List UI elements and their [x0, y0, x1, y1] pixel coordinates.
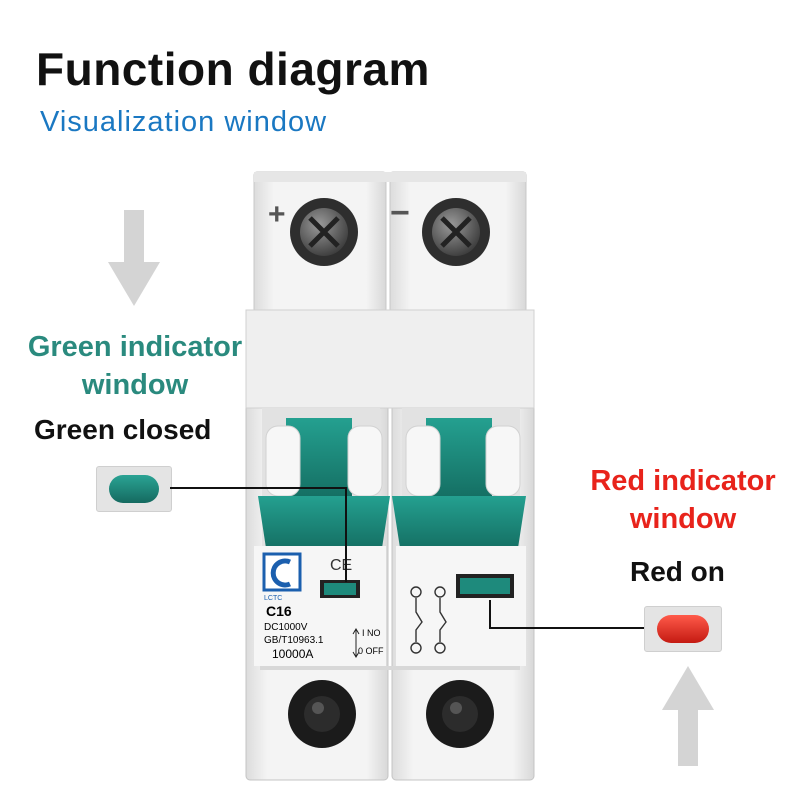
red-label-line1: Red indicator — [590, 465, 776, 497]
down-arrow-icon — [108, 210, 160, 306]
on-label: I NO — [362, 628, 381, 638]
circuit-breaker: + − LCTC CE C16 DC1000V GB/T10963.1 1000… — [245, 171, 535, 781]
screw-terminal-icon — [426, 680, 494, 748]
page-title: Function diagram — [36, 43, 430, 95]
up-arrow-icon — [662, 666, 714, 766]
green-label-line1: Green indicator — [27, 331, 243, 363]
screw-terminal-icon — [422, 198, 490, 266]
standard-text: GB/T10963.1 — [264, 635, 324, 646]
red-leader-line — [489, 600, 644, 629]
minus-sign: − — [390, 194, 410, 232]
page-subtitle: Visualization window — [40, 106, 328, 138]
red-label-line2: window — [629, 503, 737, 535]
green-swatch — [96, 466, 172, 512]
screw-terminal-icon — [288, 680, 356, 748]
green-swatch-pill — [109, 475, 159, 503]
brand-name: LCTC — [264, 595, 282, 602]
voltage-text: DC1000V — [264, 622, 308, 633]
off-label: 0 OFF — [358, 646, 384, 656]
green-label-line2: window — [81, 369, 189, 401]
red-swatch — [644, 606, 722, 652]
wiring-symbol-icon — [410, 586, 447, 654]
rating-text: C16 — [266, 603, 292, 619]
plus-sign: + — [268, 198, 286, 231]
green-indicator-label: Green indicator window — [14, 328, 256, 404]
green-state-text: Green closed — [34, 414, 212, 445]
capacity-text: 10000A — [272, 647, 313, 661]
brand-logo-icon — [262, 552, 302, 592]
screw-terminal-icon — [290, 198, 358, 266]
green-leader-line — [170, 487, 347, 582]
red-swatch-pill — [657, 615, 709, 643]
red-state-text: Red on — [630, 556, 725, 587]
red-indicator-label: Red indicator window — [576, 462, 790, 538]
